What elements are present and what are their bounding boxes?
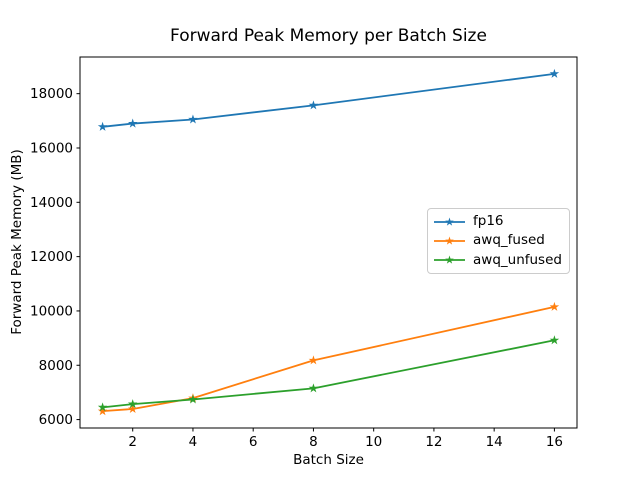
legend-label: awq_unfused	[473, 251, 562, 268]
data-point-marker-fp16	[549, 68, 560, 78]
data-point-marker-awq_fused	[97, 406, 108, 416]
legend-sample-star-icon	[445, 236, 454, 245]
data-point-marker-awq_unfused	[308, 383, 319, 393]
chart-title: Forward Peak Memory per Batch Size	[170, 26, 487, 46]
data-point-marker-awq_unfused	[188, 394, 198, 404]
y-tick-label: 16000	[30, 140, 73, 156]
data-point-marker-awq_fused	[308, 355, 319, 365]
x-tick-label: 16	[546, 434, 563, 450]
data-point-marker-fp16	[308, 100, 319, 110]
x-tick-label: 10	[365, 434, 382, 450]
y-tick-label: 8000	[39, 358, 73, 374]
legend-sample-star-icon	[445, 217, 454, 226]
data-point-marker-awq_unfused	[97, 402, 108, 412]
x-tick-label: 8	[309, 434, 318, 450]
legend-marker-fp16	[434, 217, 465, 226]
y-tick-label: 12000	[30, 249, 73, 265]
legend-item-awq_fused: awq_fused	[434, 231, 563, 250]
data-point-marker-fp16	[188, 114, 198, 124]
legend-marker-awq_unfused	[434, 255, 465, 264]
data-point-marker-awq_fused	[549, 301, 560, 311]
data-point-marker-awq_fused	[127, 403, 138, 414]
data-point-marker-awq_unfused	[127, 399, 138, 409]
x-tick-label: 4	[189, 434, 198, 450]
legend-marker-awq_fused	[434, 236, 465, 245]
y-tick-label: 6000	[39, 412, 73, 428]
legend-sample-star-icon	[445, 255, 454, 264]
legend-box: fp16 awq_fused awq_unfused	[427, 208, 570, 274]
y-tick-label: 18000	[30, 86, 73, 102]
data-point-marker-fp16	[127, 118, 138, 128]
data-point-marker-awq_unfused	[549, 335, 560, 345]
legend-label: awq_fused	[473, 232, 545, 249]
y-tick-label: 10000	[30, 303, 73, 319]
legend-item-fp16: fp16	[434, 212, 563, 231]
x-tick-label: 12	[425, 434, 442, 450]
x-tick-label: 6	[249, 434, 258, 450]
data-point-marker-fp16	[97, 121, 108, 131]
x-axis-title: Batch Size	[293, 452, 364, 468]
x-tick-label: 2	[128, 434, 137, 450]
y-tick-label: 14000	[30, 195, 73, 211]
legend-label: fp16	[473, 213, 504, 230]
y-axis-title: Forward Peak Memory (MB)	[9, 149, 25, 335]
x-tick-label: 14	[486, 434, 503, 450]
legend-item-awq_unfused: awq_unfused	[434, 251, 563, 270]
